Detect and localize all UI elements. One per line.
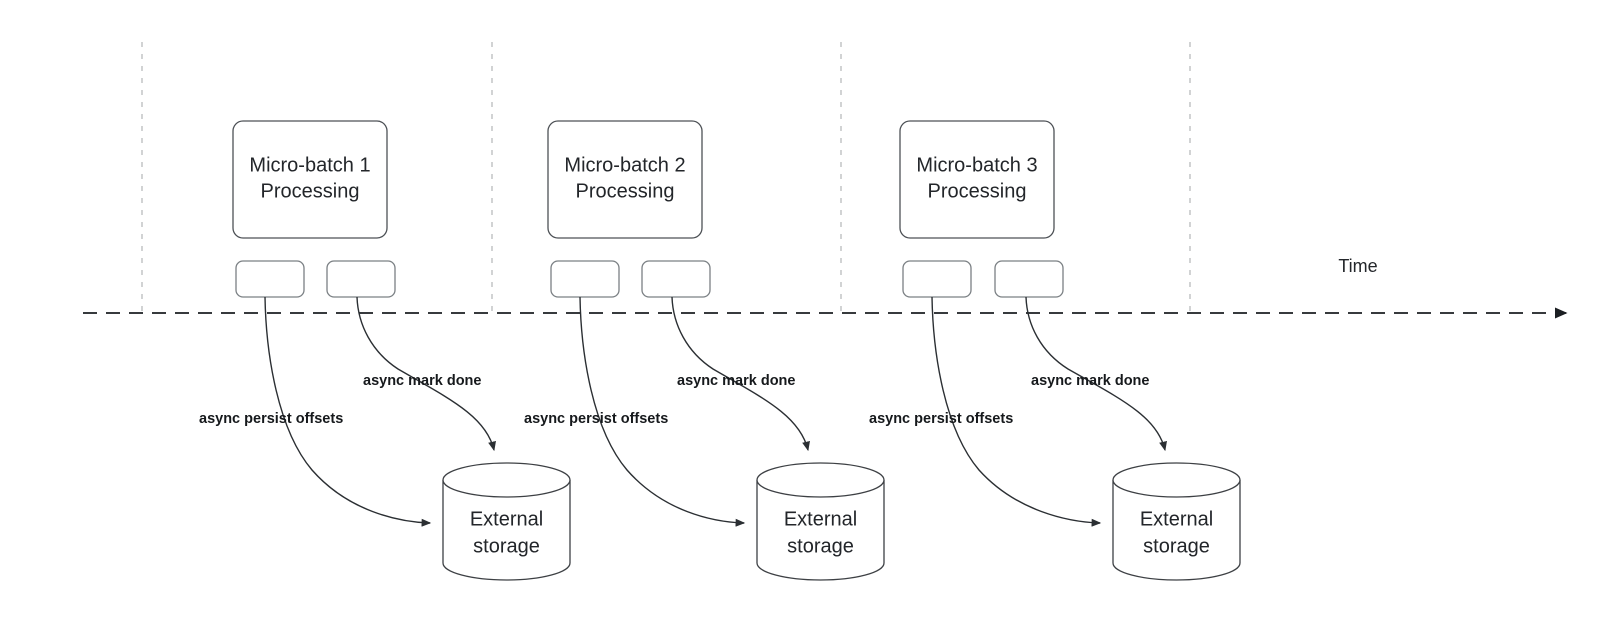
persist-offsets-arrow-1 xyxy=(264,296,432,527)
external-storage-1-body[interactable] xyxy=(442,480,571,581)
external-storage-2-label-line2: storage xyxy=(787,535,854,557)
mark-done-arrow-2 xyxy=(671,296,810,452)
external-storage-1-label-line2: storage xyxy=(473,535,540,557)
persist-offsets-label-2: async persist offsets xyxy=(524,411,668,427)
persist-task-1-box[interactable] xyxy=(235,260,305,298)
micro-batch-2-box[interactable]: Micro-batch 2 Processing xyxy=(547,120,703,239)
persist-offsets-arrow-2 xyxy=(579,296,746,527)
external-storage-2-label-line1: External xyxy=(784,508,857,530)
mark-done-task-1-box[interactable] xyxy=(326,260,396,298)
micro-batch-2-label-line2: Processing xyxy=(576,180,675,202)
micro-batch-1-box[interactable]: Micro-batch 1 Processing xyxy=(232,120,388,239)
external-storage-3[interactable]: External storage xyxy=(1112,462,1241,581)
external-storage-3-label-line1: External xyxy=(1140,508,1213,530)
micro-batch-group-3: Micro-batch 3 Processing External storag… xyxy=(869,120,1241,581)
micro-batch-1-label-line2: Processing xyxy=(261,180,360,202)
micro-batch-3-label-line2: Processing xyxy=(928,180,1027,202)
tick-lines xyxy=(141,42,1191,318)
persist-task-2-box[interactable] xyxy=(550,260,620,298)
time-axis-label: Time xyxy=(1338,256,1377,276)
micro-batch-1-label-line1: Micro-batch 1 xyxy=(249,154,370,176)
mark-done-label-2: async mark done xyxy=(677,373,795,389)
mark-done-task-3-box[interactable] xyxy=(994,260,1064,298)
persist-offsets-label-1: async persist offsets xyxy=(199,411,343,427)
micro-batch-2-label-line1: Micro-batch 2 xyxy=(564,154,685,176)
persist-offsets-arrow-3 xyxy=(931,296,1102,527)
micro-batch-3-label-line1: Micro-batch 3 xyxy=(916,154,1037,176)
micro-batch-1-rect[interactable] xyxy=(232,120,388,239)
micro-batch-group-2: Micro-batch 2 Processing External storag… xyxy=(524,120,885,581)
micro-batch-3-rect[interactable] xyxy=(899,120,1055,239)
external-storage-3-label-line2: storage xyxy=(1143,535,1210,557)
external-storage-2[interactable]: External storage xyxy=(756,462,885,581)
persist-task-3-box[interactable] xyxy=(902,260,972,298)
persist-offsets-label-3: async persist offsets xyxy=(869,411,1013,427)
external-storage-1[interactable]: External storage xyxy=(442,462,571,581)
mark-done-label-1: async mark done xyxy=(363,373,481,389)
micro-batch-3-box[interactable]: Micro-batch 3 Processing xyxy=(899,120,1055,239)
mark-done-label-3: async mark done xyxy=(1031,373,1149,389)
mark-done-task-2-box[interactable] xyxy=(641,260,711,298)
external-storage-3-body[interactable] xyxy=(1112,480,1241,581)
external-storage-2-top xyxy=(756,462,885,498)
external-storage-2-body[interactable] xyxy=(756,480,885,581)
external-storage-1-label-line1: External xyxy=(470,508,543,530)
mark-done-arrow-3 xyxy=(1025,296,1167,452)
micro-batch-2-rect[interactable] xyxy=(547,120,703,239)
mark-done-arrow-1 xyxy=(356,296,496,452)
external-storage-1-top xyxy=(442,462,571,498)
micro-batch-group-1: Micro-batch 1 Processing External storag… xyxy=(199,120,571,581)
external-storage-3-top xyxy=(1112,462,1241,498)
time-axis: Time xyxy=(83,256,1568,319)
